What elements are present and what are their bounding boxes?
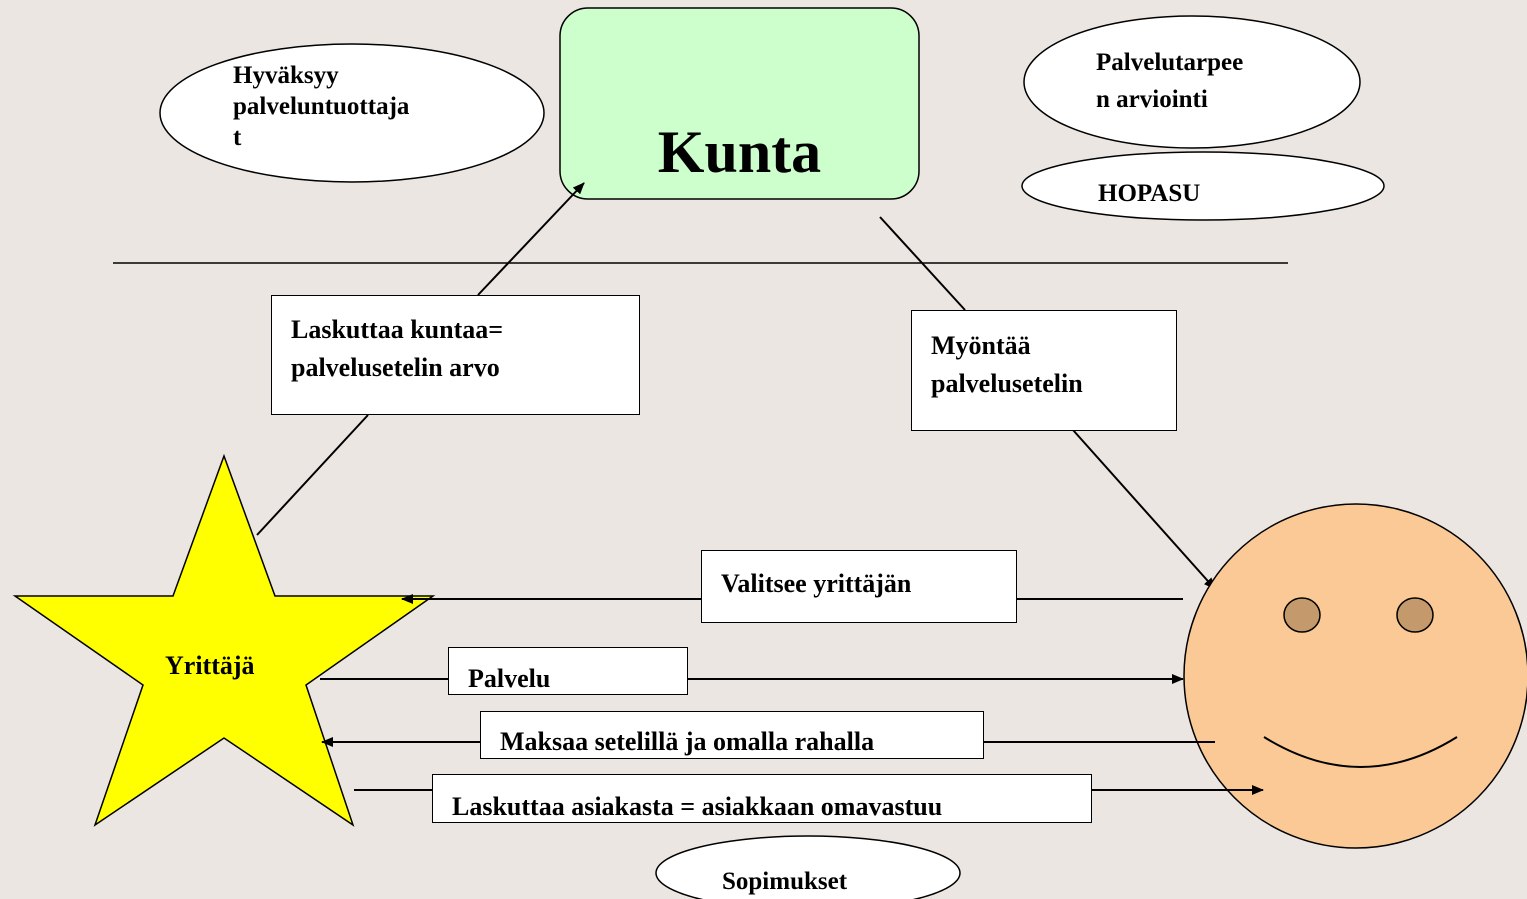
yrittaja-star [12, 453, 436, 827]
laskuttaa-asiakasta-label: Laskuttaa asiakasta = asiakkaan omavastu… [452, 792, 943, 821]
kunta-to-box-line [879, 216, 966, 311]
customer-left-eye [1283, 597, 1321, 633]
maksaa-label: Maksaa setelillä ja omalla rahalla [500, 727, 875, 756]
customer-mouth [1263, 736, 1458, 768]
customer-right-eye [1396, 597, 1434, 633]
maksaa-box [480, 711, 984, 759]
kunta-box [559, 7, 920, 200]
valitsee-box [701, 550, 1017, 623]
laskuttaa-kuntaa-label: Laskuttaa kuntaa= palvelusetelin arvo [291, 315, 504, 382]
hyvaksyy-ellipse [159, 43, 545, 183]
hopasu-label: HOPASU [1098, 180, 1201, 207]
sopimukset-ellipse [655, 835, 961, 899]
sopimukset-label: Sopimukset [722, 868, 848, 895]
palvelu-box [448, 647, 688, 695]
palvelutarve-ellipse [1023, 15, 1361, 149]
myontaa-box [911, 310, 1177, 431]
palvelu-label: Palvelu [468, 664, 551, 693]
kunta-label: Kunta [657, 119, 822, 185]
box-to-kunta-arrow [477, 182, 585, 296]
yrittaja-to-box-line [256, 414, 369, 536]
myontaa-label: Myöntää palvelusetelin [931, 331, 1083, 398]
laskuttaa-asiakasta-box [432, 774, 1092, 823]
box-to-customer-arrow [1072, 429, 1216, 590]
hyvaksyy-label: Hyväksyy palveluntuottaja t [233, 62, 410, 151]
hopasu-ellipse [1021, 151, 1385, 221]
customer-face [1183, 503, 1527, 849]
palvelutarve-label: Palvelutarpee n arviointi [1096, 49, 1244, 113]
laskuttaa-kuntaa-box [271, 295, 640, 415]
valitsee-label: Valitsee yrittäjän [721, 569, 912, 598]
yrittaja-label: Yrittäjä [165, 651, 255, 680]
